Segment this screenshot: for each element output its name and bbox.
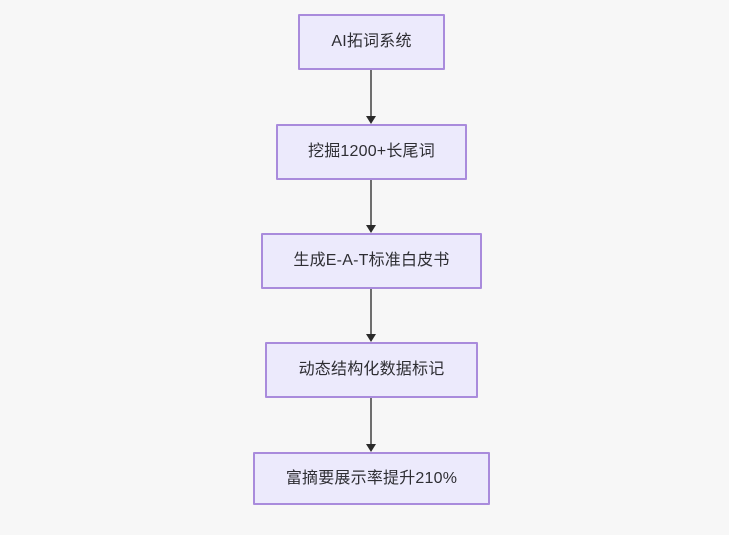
flowchart-node-label: 富摘要展示率提升210% [285,469,458,487]
flowchart-node-label: 动态结构化数据标记 [298,361,445,378]
flowchart-node-node4[interactable]: 动态结构化数据标记 [265,342,478,398]
arrowhead-icon [366,334,376,342]
flowchart-node-node3[interactable]: 生成E-A-T标准白皮书 [261,233,482,289]
flowchart-node-node1[interactable]: AI拓词系统 [298,14,445,70]
edge-line [370,70,372,116]
arrowhead-icon [366,444,376,452]
flowchart-node-label: 生成E-A-T标准白皮书 [293,252,450,269]
flowchart-node-label: 挖掘1200+长尾词 [308,143,435,160]
arrowhead-icon [366,116,376,124]
edge-line [370,398,372,444]
edge-line [370,180,372,225]
flowchart-node-node5[interactable]: 富摘要展示率提升210% [253,452,490,505]
flowchart-node-node2[interactable]: 挖掘1200+长尾词 [276,124,467,180]
arrowhead-icon [366,225,376,233]
edge-line [370,289,372,334]
flowchart-node-label: AI拓词系统 [331,33,412,50]
